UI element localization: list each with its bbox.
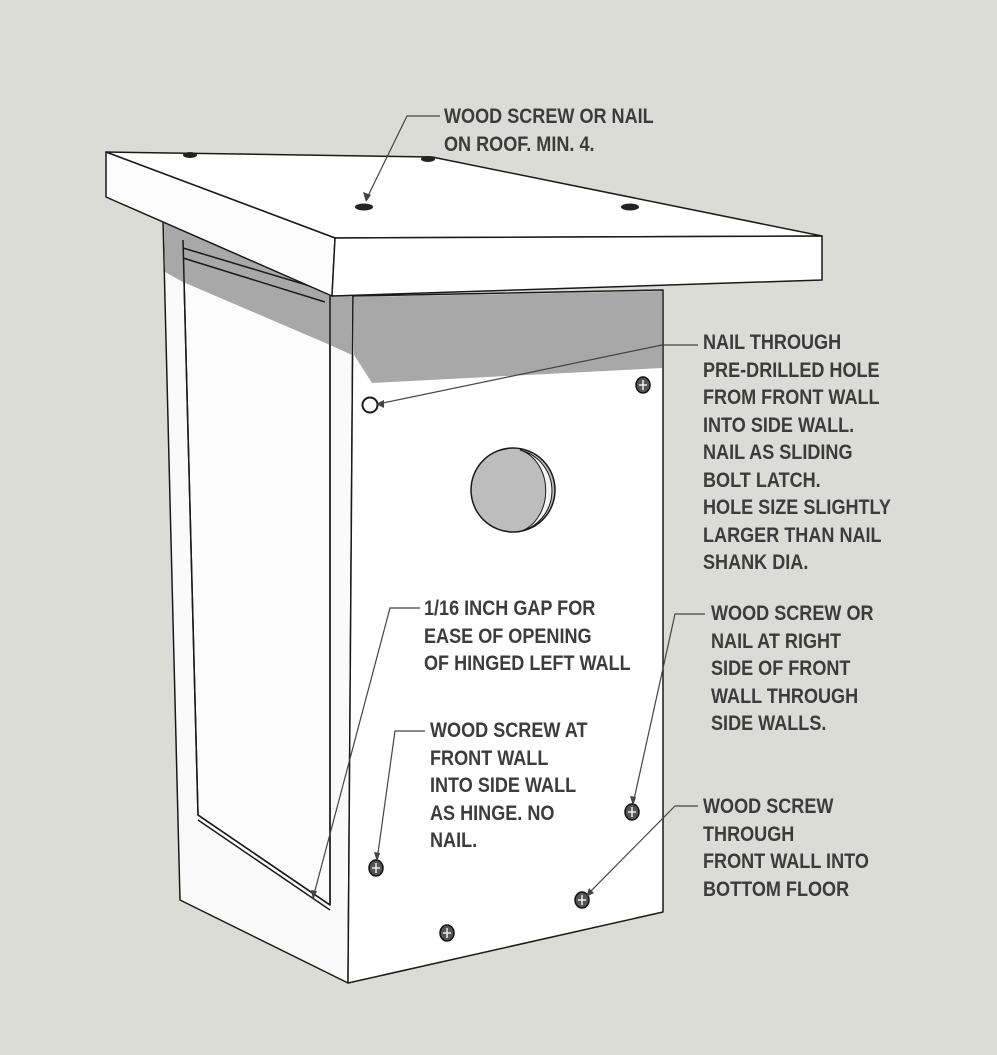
- annotation-line: AS HINGE. NO: [430, 801, 555, 825]
- annotation-line: INTO SIDE WALL.: [703, 413, 855, 437]
- screw-icon: [368, 859, 384, 877]
- annotation-line: NAIL THROUGH: [703, 331, 842, 354]
- annotation-nail-latch: NAIL THROUGH PRE-DRILLED HOLE FROM FRONT W…: [703, 329, 891, 577]
- annotation-floor-screw: WOOD SCREW THROUGH FRONT WALL INTO BOTTOM F…: [703, 793, 869, 903]
- annotation-line: HOLE SIZE SLIGHTLY: [703, 496, 891, 519]
- roof-screws: [183, 152, 639, 211]
- left-shadow: [164, 222, 352, 355]
- screw-icon: [635, 376, 651, 394]
- annotation-line: OF HINGED LEFT WALL: [424, 652, 631, 675]
- annotation-line: 1/16 INCH GAP FOR: [424, 597, 596, 620]
- annotation-line: WOOD SCREW OR NAIL: [444, 105, 654, 128]
- annotation-line: PRE-DRILLED HOLE: [703, 358, 880, 382]
- annotation-line: NAIL AT RIGHT: [711, 629, 842, 653]
- annotation-line: NAIL.: [430, 829, 478, 852]
- annotation-line: FROM FRONT WALL: [703, 386, 880, 409]
- front-screws: [368, 376, 651, 942]
- annotation-line: THROUGH: [703, 822, 795, 846]
- leader-lines: [312, 115, 705, 899]
- annotation-line: LARGER THAN NAIL: [703, 523, 882, 547]
- annotation-line: SIDE OF FRONT: [711, 657, 851, 680]
- roof-front-edge: [331, 235, 823, 297]
- annotation-right-screw: WOOD SCREW OR NAIL AT RIGHT SIDE OF FRONT W…: [711, 600, 874, 738]
- annotation-line: ON ROOF. MIN. 4.: [444, 132, 595, 156]
- annotation-line: WALL THROUGH: [711, 684, 859, 708]
- annotation-line: FRONT WALL INTO: [703, 850, 869, 873]
- screw-icon: [439, 924, 455, 942]
- screw-icon: [574, 891, 590, 909]
- screw-icon: [624, 803, 640, 821]
- annotation-line: WOOD SCREW AT: [430, 719, 588, 742]
- entrance-hole: [470, 447, 556, 533]
- front-shadow: [354, 291, 662, 383]
- hinged-left-panel: [182, 239, 331, 906]
- annotation-line: WOOD SCREW: [703, 795, 834, 818]
- annotation-gap: 1/16 INCH GAP FOR EASE OF OPENING OF HINGE…: [424, 595, 631, 678]
- nail-hole: [361, 396, 379, 414]
- annotation-line: SHANK DIA.: [703, 551, 809, 574]
- annotation-hinge-screw: WOOD SCREW AT FRONT WALL INTO SIDE WALL AS …: [430, 717, 588, 855]
- annotation-line: BOTTOM FLOOR: [703, 877, 850, 901]
- annotation-line: NAIL AS SLIDING: [703, 441, 853, 464]
- annotation-line: WOOD SCREW OR: [711, 602, 874, 625]
- annotation-line: EASE OF OPENING: [424, 624, 592, 648]
- annotation-line: INTO SIDE WALL: [430, 774, 577, 797]
- annotation-line: SIDE WALLS.: [711, 712, 827, 735]
- arrowheads: [311, 192, 636, 900]
- annotation-line: BOLT LATCH.: [703, 468, 821, 492]
- annotation-roof-screws: WOOD SCREW OR NAIL ON ROOF. MIN. 4.: [444, 103, 654, 158]
- front-wall: [347, 289, 664, 984]
- annotation-line: FRONT WALL: [430, 746, 549, 770]
